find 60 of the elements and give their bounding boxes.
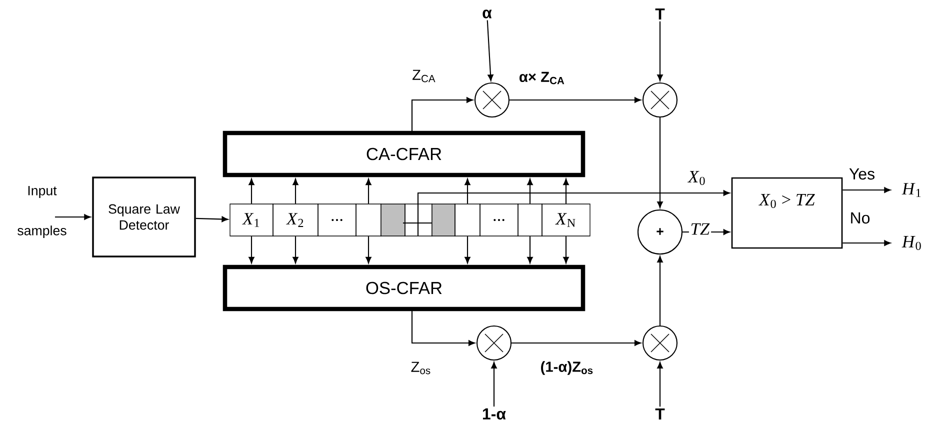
edge-label: Z$_{os}$ — [409, 360, 433, 376]
register-cell — [518, 204, 542, 236]
arrow — [563, 236, 569, 264]
arrow — [292, 178, 298, 204]
edge-label: Yes — [848, 167, 876, 181]
arrow — [486, 20, 494, 82]
input-label: Input samples — [18, 186, 66, 238]
arrow — [464, 178, 470, 204]
arrow — [248, 236, 254, 264]
arrow — [491, 362, 497, 407]
arrow — [842, 187, 891, 193]
arrow — [411, 311, 476, 346]
detector-box: Square Law Detector — [92, 176, 196, 258]
arrow — [682, 229, 730, 235]
multiplier-circle — [474, 82, 510, 118]
arrow — [366, 178, 372, 204]
output-label: H$_{0}$ — [902, 236, 921, 250]
register-cell: X$_{N}$ — [542, 204, 590, 236]
arrow — [563, 178, 569, 204]
arrow — [527, 236, 533, 264]
arrow — [196, 216, 228, 222]
edge-label: TZ — [688, 222, 712, 236]
register-cell — [454, 204, 480, 236]
edge-label: Z$_{CA}$ — [410, 68, 438, 84]
register-cell — [380, 204, 406, 236]
arrow — [55, 214, 91, 220]
edge-label: X$_{0}$ — [686, 170, 708, 186]
register-cell: ... — [318, 204, 356, 236]
output-label: H$_{1}$ — [902, 183, 921, 197]
register-cell: X$_{1}$ — [230, 204, 274, 236]
arrow — [657, 21, 663, 81]
arrow — [527, 178, 533, 204]
input-label: 1-α — [482, 408, 506, 420]
detector-block: OS-CFAR — [222, 264, 586, 312]
edge-label: α× Z$_{CA}$ — [518, 70, 566, 86]
arrow — [248, 178, 254, 204]
comparator-box: X$_{0}$ > TZ — [731, 177, 843, 249]
arrow — [657, 118, 663, 208]
input-label: T — [655, 8, 665, 20]
input-label: T — [655, 408, 665, 420]
arrow — [417, 190, 730, 223]
edge-label: (1-α)Z$_{os}$ — [538, 360, 596, 376]
multiplier-circle — [642, 325, 678, 361]
detector-block: CA-CFAR — [222, 130, 586, 178]
multiplier-circle — [642, 82, 678, 118]
register-cell: X$_{2}$ — [272, 204, 318, 236]
input-label: α — [482, 10, 492, 18]
arrow — [366, 236, 372, 264]
register-cell: ... — [480, 204, 518, 236]
arrow — [464, 236, 470, 264]
arrow — [512, 340, 642, 346]
arrow — [657, 256, 663, 326]
arrow — [411, 97, 474, 131]
register-cell — [432, 204, 456, 236]
arrow — [292, 236, 298, 264]
arrow — [510, 97, 642, 103]
edge-label: No — [848, 211, 872, 225]
arrow — [657, 362, 663, 407]
multiplier-circle — [476, 325, 512, 361]
arrow — [842, 240, 891, 246]
